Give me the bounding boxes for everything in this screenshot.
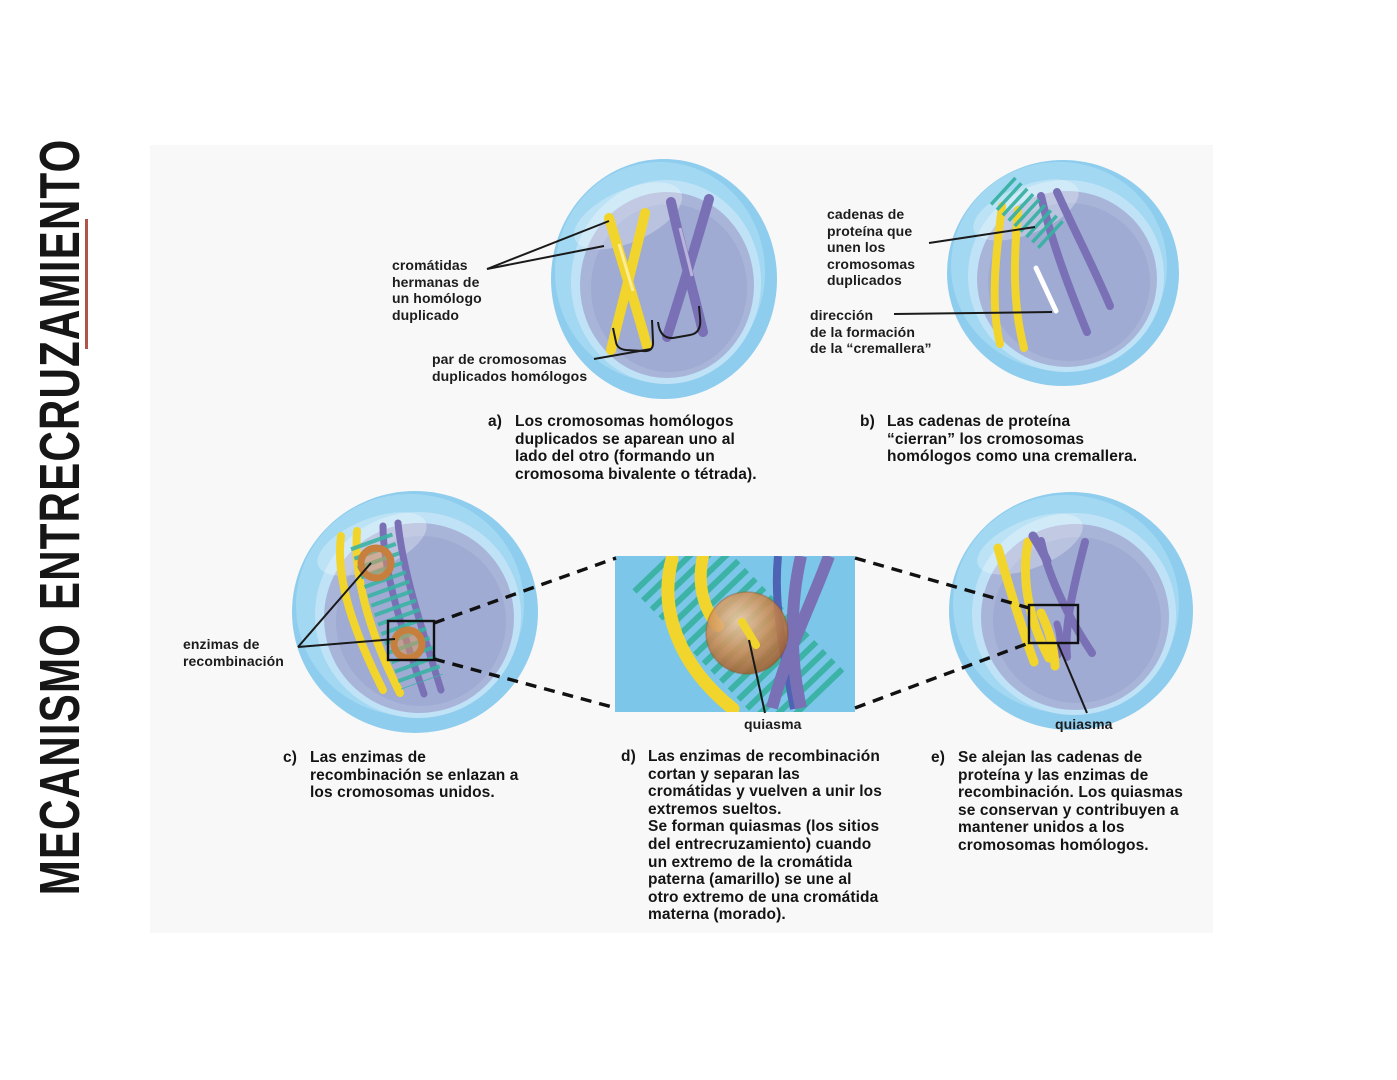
caption-a: a) Los cromosomas homólogos duplicados s… <box>488 413 793 483</box>
pointer-cadenas <box>928 226 1036 244</box>
cell-e-illustration <box>949 492 1193 730</box>
zoom-panel-illustration <box>615 556 855 712</box>
caption-d-text: Las enzimas de recombinación cortan y se… <box>648 748 882 924</box>
label-par-cromosomas: par de cromosomas duplicados homólogos <box>432 351 588 384</box>
caption-d-marker: d) <box>621 748 636 765</box>
caption-b: b) Las cadenas de proteína “cierran” los… <box>860 413 1165 466</box>
bracket-purple-pair <box>657 305 702 340</box>
pointer-quiasma-derecha <box>1057 643 1088 714</box>
cell-c-illustration <box>292 491 538 733</box>
pointer-cromatidas-1 <box>486 220 610 270</box>
dashed-link-e-top <box>854 556 1030 610</box>
caption-b-text: Las cadenas de proteína “cierran” los cr… <box>887 413 1138 466</box>
caption-e-text: Se alejan las cadenas de proteína y las … <box>958 749 1183 854</box>
label-cadenas: cadenas de proteína que unen los cromoso… <box>827 206 916 288</box>
label-enzimas: enzimas de recombinación <box>183 636 284 669</box>
label-quiasma-derecha: quiasma <box>1055 716 1113 732</box>
cell-a-illustration <box>551 159 777 399</box>
dashed-link-c-bottom <box>433 657 617 710</box>
pointer-enzimas-2 <box>297 638 396 648</box>
caption-e: e) Se alejan las cadenas de proteína y l… <box>931 749 1231 855</box>
pointer-enzimas-1 <box>297 562 372 648</box>
caption-c-marker: c) <box>283 749 297 766</box>
pointer-direccion <box>893 311 1053 315</box>
caption-c: c) Las enzimas de recombinación se enlaz… <box>283 749 583 802</box>
cell-b-illustration <box>947 160 1179 386</box>
pointer-quiasma-centro <box>748 639 766 714</box>
label-direccion: dirección de la formación de la “cremall… <box>810 307 932 356</box>
label-quiasma-centro: quiasma <box>744 716 802 732</box>
caption-d: d) Las enzimas de recombinación cortan y… <box>621 748 921 924</box>
highlight-box-cell-c <box>386 619 436 662</box>
dashed-link-c-top <box>433 556 617 625</box>
highlight-box-cell-e <box>1027 603 1080 645</box>
caption-b-marker: b) <box>860 413 875 430</box>
bracket-yellow-pair <box>612 319 655 353</box>
caption-c-text: Las enzimas de recombinación se enlazan … <box>310 749 519 802</box>
title-accent-line <box>85 219 88 349</box>
caption-e-marker: e) <box>931 749 945 766</box>
pointer-cromatidas-2 <box>486 245 605 270</box>
zipper-direction-arrow <box>1033 265 1059 314</box>
label-cromatidas: cromátidas hermanas de un homólogo dupli… <box>392 257 482 323</box>
caption-a-text: Los cromosomas homólogos duplicados se a… <box>515 413 757 483</box>
dashed-link-e-bottom <box>854 641 1030 710</box>
caption-a-marker: a) <box>488 413 502 430</box>
